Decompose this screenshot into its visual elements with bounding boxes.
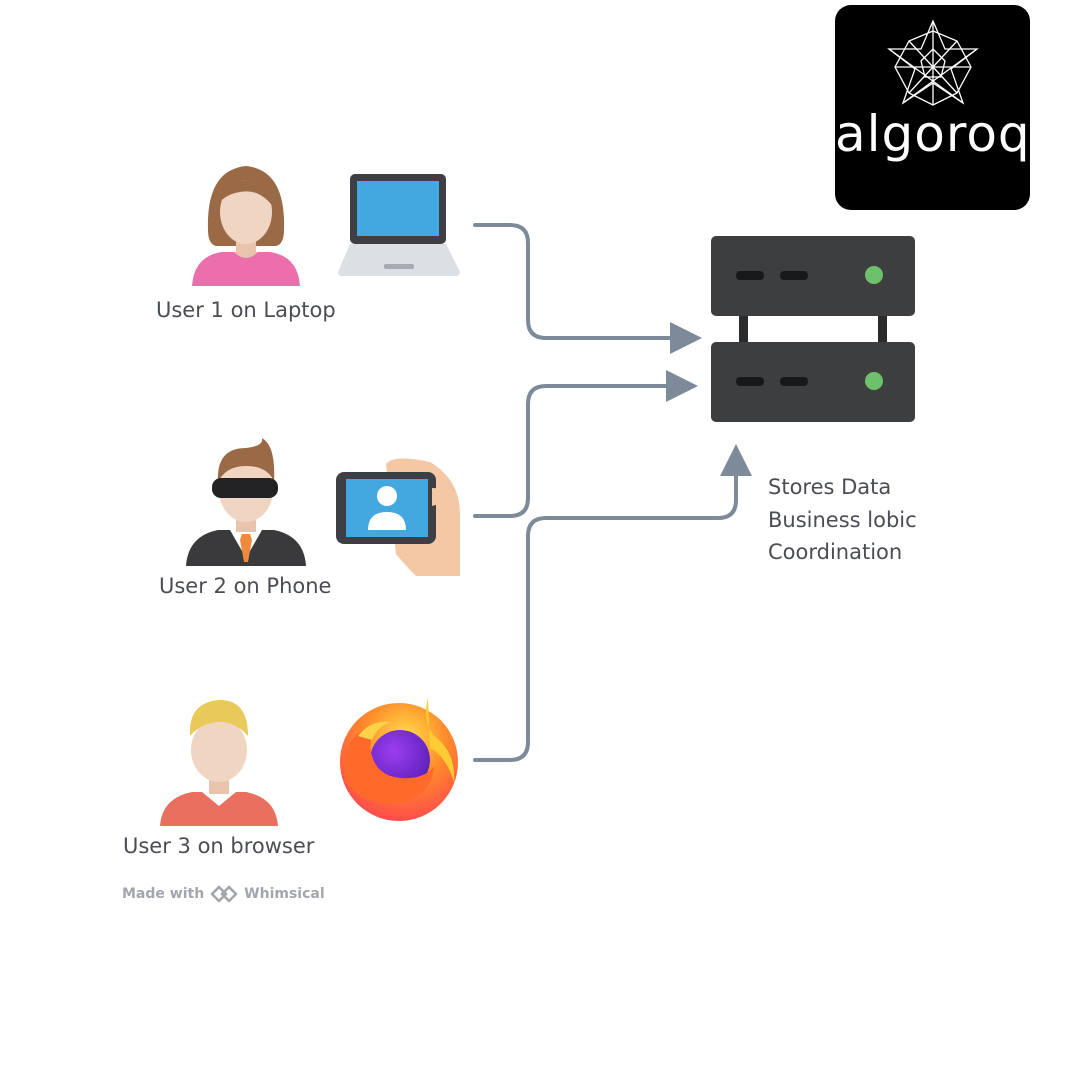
- made-with-prefix: Made with: [122, 886, 205, 902]
- user1-label: User 1 on Laptop: [156, 298, 336, 322]
- laptop-icon: [338, 174, 460, 276]
- phone-in-hand-icon: [336, 458, 460, 576]
- whimsical-logo-icon: [210, 885, 238, 903]
- server-description: Stores Data Business lobic Coordination: [768, 471, 917, 569]
- server-line-logic: Business lobic: [768, 507, 917, 532]
- user3-label: User 3 on browser: [123, 834, 315, 858]
- server-stack-icon: [711, 236, 915, 422]
- blond-man-avatar-icon: [160, 700, 278, 826]
- connector-user3: [473, 444, 752, 762]
- algoroq-logo: algoroq: [835, 5, 1030, 210]
- user2-label: User 2 on Phone: [159, 574, 332, 598]
- star-polyhedron-icon: [887, 19, 979, 106]
- man-sunglasses-avatar-icon: [186, 438, 306, 566]
- firefox-icon: [340, 698, 458, 821]
- connector-user2: [473, 370, 698, 518]
- woman-avatar-icon: [192, 166, 300, 286]
- server-line-coordination: Coordination: [768, 540, 903, 564]
- connector-user1: [473, 223, 702, 354]
- server-line-stores: Stores Data: [768, 475, 892, 499]
- made-with-brand: Whimsical: [244, 886, 325, 902]
- logo-wordmark: algoroq: [835, 105, 1031, 163]
- made-with-footer: Made with Whimsical: [122, 885, 325, 903]
